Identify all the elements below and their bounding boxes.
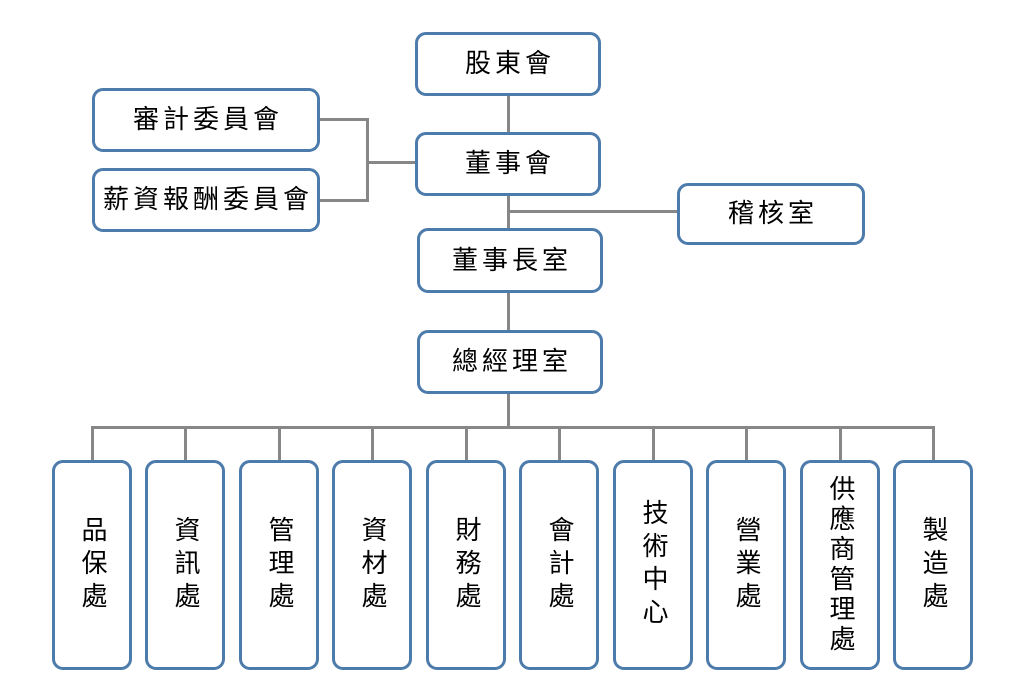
connector-departments-bus [91, 426, 935, 429]
node-audit-committee: 審計委員會 [92, 88, 320, 152]
node-general-manager-office: 總經理室 [417, 330, 603, 394]
node-dept-manufacturing: 製造處 [893, 460, 973, 670]
node-dept-accounting: 會計處 [519, 460, 599, 670]
connector-stub-dept-5 [558, 426, 561, 461]
connector-stub-dept-0 [91, 426, 94, 461]
connector-compensation-committee-h [317, 199, 368, 202]
connector-stub-dept-6 [652, 426, 655, 461]
node-dept-sales: 營業處 [706, 460, 786, 670]
connector-committees-board-h [366, 161, 415, 164]
node-dept-information: 資訊處 [145, 460, 225, 670]
node-dept-finance: 財務處 [426, 460, 506, 670]
node-dept-quality-assurance: 品保處 [52, 460, 132, 670]
connector-stub-dept-9 [932, 426, 935, 461]
connector-stub-dept-2 [278, 426, 281, 461]
node-chairman-office: 董事長室 [417, 228, 603, 293]
connector-stub-dept-4 [465, 426, 468, 461]
connector-stub-dept-3 [371, 426, 374, 461]
connector-shareholders-board [507, 96, 510, 134]
connector-stub-dept-8 [839, 426, 842, 461]
node-dept-technology-center: 技術中心 [613, 460, 693, 670]
connector-audit-committee-h [320, 118, 368, 121]
node-dept-materials: 資材處 [332, 460, 412, 670]
node-shareholders-meeting: 股東會 [415, 32, 601, 96]
node-dept-management: 管理處 [239, 460, 319, 670]
connector-stub-dept-7 [745, 426, 748, 461]
connector-board-audit-office [509, 210, 677, 213]
connector-board-chairman [507, 196, 510, 230]
node-compensation-committee: 薪資報酬委員會 [92, 168, 320, 232]
connector-gm-bus [507, 393, 510, 428]
connector-committees-v [366, 118, 369, 202]
node-board-of-directors: 董事會 [415, 132, 601, 196]
node-dept-supplier-management: 供應商管理處 [800, 460, 880, 670]
connector-chairman-gm [507, 292, 510, 332]
connector-stub-dept-1 [184, 426, 187, 461]
node-audit-office: 稽核室 [677, 183, 865, 245]
